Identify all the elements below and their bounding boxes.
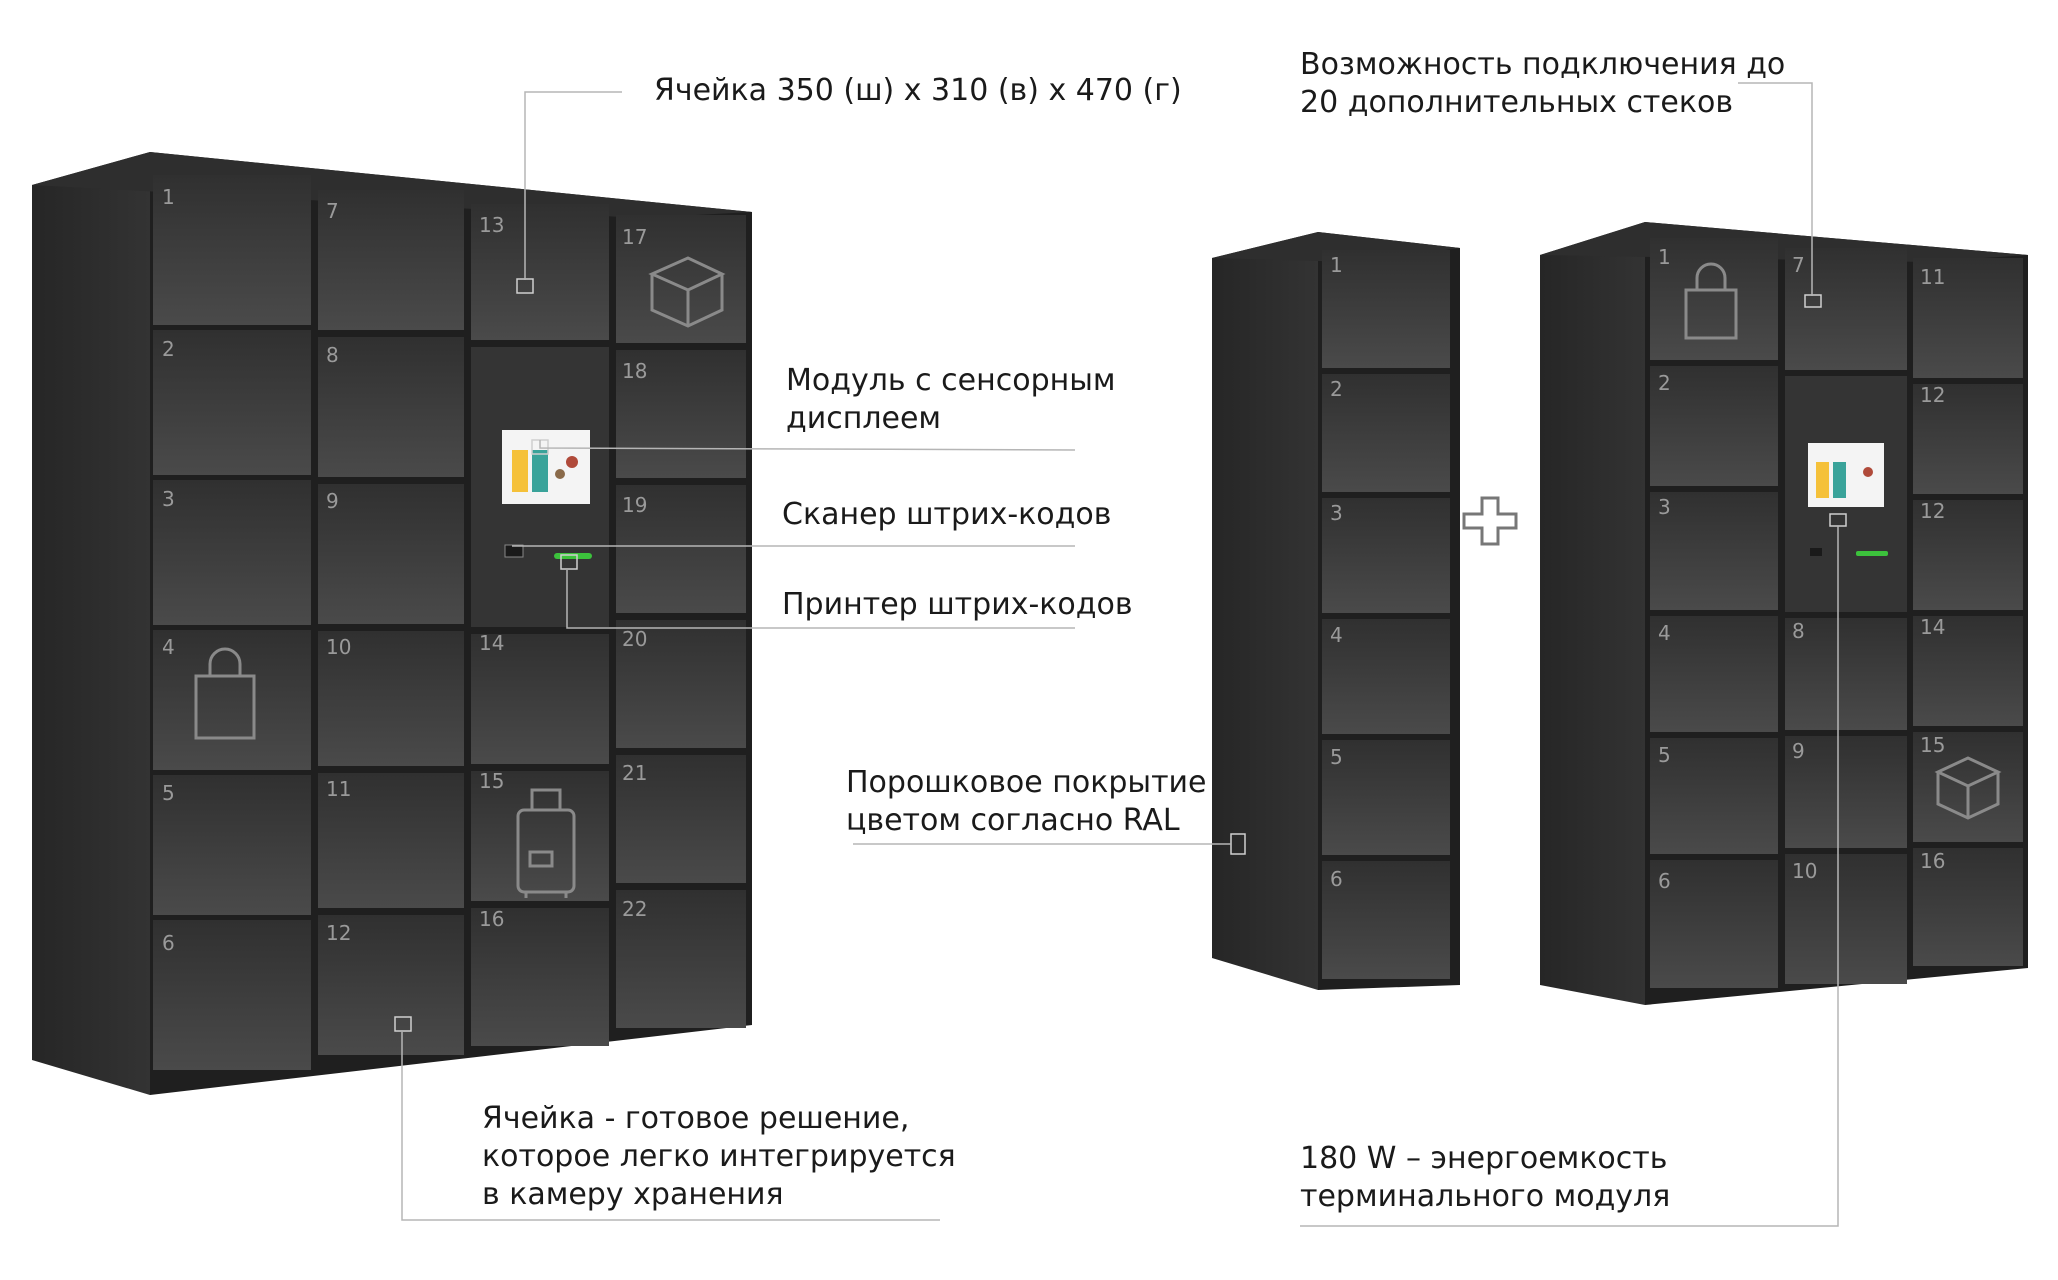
box-icon	[1934, 756, 2002, 820]
callout-text: Ячейка 350 (ш) х 310 (в) х 470 (г)	[654, 73, 1182, 108]
cell-number: 7	[326, 199, 339, 223]
cell-number: 15	[479, 769, 504, 793]
cell-number: 15	[1920, 733, 1945, 757]
cell-number: 10	[326, 635, 351, 659]
cell-number: 19	[622, 493, 647, 517]
cell-number: 5	[1330, 745, 1343, 769]
cell-number: 3	[1658, 495, 1671, 519]
cell-number: 5	[1658, 743, 1671, 767]
cell-number: 12	[1920, 499, 1945, 523]
cell-number: 1	[1330, 253, 1343, 277]
cell-number: 20	[622, 627, 647, 651]
callout-ready-cell: Ячейка - готовое решение, которое легко …	[482, 1100, 956, 1214]
callout-text: Принтер штрих-кодов	[782, 587, 1133, 622]
cell-number: 3	[162, 487, 175, 511]
left-locker-cabinet	[32, 152, 752, 1095]
callout-text: Ячейка - готовое решение,	[482, 1101, 910, 1136]
cell-number: 13	[479, 213, 504, 237]
callout-text: Возможность подключения до	[1300, 47, 1786, 82]
cell-number: 14	[479, 631, 504, 655]
middle-locker-cabinet: 1 2 3 4 5 6	[1212, 232, 1460, 990]
leader-lines	[401, 82, 1839, 1227]
callout-text: Порошковое покрытие	[846, 765, 1207, 800]
cell-number: 2	[162, 337, 175, 361]
cell-number: 18	[622, 359, 647, 383]
cell-number: 16	[479, 907, 504, 931]
callout-cell-size: Ячейка 350 (ш) х 310 (в) х 470 (г)	[654, 72, 1182, 110]
cell-number: 17	[622, 225, 647, 249]
barcode-printer	[554, 553, 592, 559]
cell-number: 16	[1920, 849, 1945, 873]
bag-icon	[194, 647, 256, 740]
cell-number: 8	[326, 343, 339, 367]
callout-text: Сканер штрих-кодов	[782, 497, 1112, 532]
callout-powder-coating: Порошковое покрытие цветом согласно RAL	[846, 764, 1207, 840]
callout-text: в камеру хранения	[482, 1177, 784, 1212]
cell-number: 14	[1920, 615, 1945, 639]
cell-number: 4	[1658, 621, 1671, 645]
cell-number: 5	[162, 781, 175, 805]
cell-number: 7	[1792, 253, 1805, 277]
cell-number: 11	[326, 777, 351, 801]
barcode-scanner	[504, 544, 524, 558]
cell-number: 10	[1792, 859, 1817, 883]
callout-printer: Принтер штрих-кодов	[782, 586, 1133, 624]
cell-number: 2	[1658, 371, 1671, 395]
cell-number: 4	[162, 635, 175, 659]
callout-scanner: Сканер штрих-кодов	[782, 496, 1111, 534]
cell-number: 6	[1658, 869, 1671, 893]
left-cell-numbers: 1 2 3 4 5 6 7 8 9 10 11 12 13 14 15 16 1…	[162, 185, 647, 955]
callout-text: 20 дополнительных стеков	[1300, 85, 1734, 120]
right-locker-cabinet: 1 2 3 4 5 6 7 8 9 10 11 12 12 14 15 16	[1540, 222, 2028, 1005]
cell-number: 4	[1330, 623, 1343, 647]
cell-number: 22	[622, 897, 647, 921]
plus-icon	[1462, 496, 1518, 546]
cell-number: 21	[622, 761, 647, 785]
cell-number: 2	[1330, 377, 1343, 401]
callout-connect-stacks: Возможность подключения до 20 дополнител…	[1300, 46, 1785, 122]
barcode-printer	[1856, 551, 1888, 556]
callout-text: дисплеем	[786, 401, 942, 436]
bag-icon	[1684, 262, 1738, 340]
callout-text: которое легко интегрируется	[482, 1139, 956, 1174]
cell-number: 9	[326, 489, 339, 513]
cell-number: 6	[162, 931, 175, 955]
cell-number: 11	[1920, 265, 1945, 289]
suitcase-icon	[516, 788, 576, 898]
cell-number: 1	[162, 185, 175, 209]
callout-power: 180 W – энергоемкость терминального моду…	[1300, 1140, 1670, 1216]
box-icon	[648, 256, 726, 328]
cell-number: 12	[326, 921, 351, 945]
cell-number: 6	[1330, 867, 1343, 891]
callout-touch-module: Модуль с сенсорным дисплеем	[786, 362, 1116, 438]
callout-text: цветом согласно RAL	[846, 803, 1180, 838]
callout-text: Модуль с сенсорным	[786, 363, 1116, 398]
cell-number: 1	[1658, 245, 1671, 269]
callout-text: терминального модуля	[1300, 1179, 1671, 1214]
callout-text: 180 W – энергоемкость	[1300, 1141, 1668, 1176]
cell-number: 8	[1792, 619, 1805, 643]
cell-number: 12	[1920, 383, 1945, 407]
cell-number: 9	[1792, 739, 1805, 763]
cell-number: 3	[1330, 501, 1343, 525]
